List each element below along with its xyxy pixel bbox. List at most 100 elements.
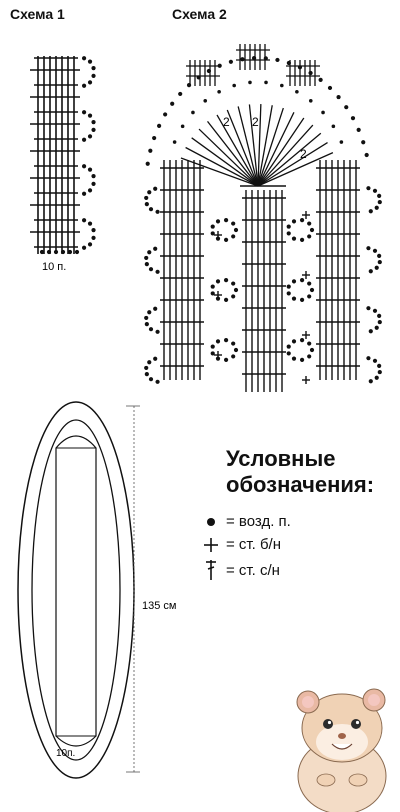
- chain-stitch-mark: [81, 191, 87, 196]
- scheme-2-single-crochets: [214, 211, 310, 384]
- chain-stitch-mark: [144, 262, 149, 267]
- fan-ray: [257, 152, 334, 187]
- chain-stitch-mark: [275, 57, 280, 63]
- chain-stitch-mark: [299, 297, 305, 302]
- legend: Условные обозначения:: [226, 446, 374, 498]
- chain-stitch-mark: [307, 354, 312, 359]
- chain-stitch-mark: [144, 372, 149, 377]
- scheme-1-base-chain: [39, 249, 80, 255]
- single-crochet-icon: [202, 537, 220, 553]
- chain-stitch-mark: [210, 284, 215, 289]
- chain-stitch-mark: [148, 377, 154, 382]
- chain-stitch-mark: [231, 294, 236, 299]
- chain-stitch-mark: [81, 56, 87, 61]
- fan-ray: [207, 120, 259, 187]
- chain-stitch-mark: [372, 358, 378, 363]
- scheme-1-picot-loops: [81, 56, 96, 250]
- chain-stitch-mark: [233, 287, 239, 293]
- chain-stitch-mark: [91, 73, 96, 78]
- chain-stitch-mark: [366, 306, 371, 311]
- chain-stitch-mark: [377, 319, 382, 325]
- chain-stitch-mark: [87, 167, 93, 172]
- chain-stitch-mark: [148, 327, 154, 332]
- legend-item-single-crochet: = ст. б/н: [202, 536, 291, 553]
- scheme-1-diagram: 10 п.: [30, 56, 96, 273]
- chain-stitch-mark: [144, 322, 149, 327]
- chain-stitch-mark: [147, 310, 152, 315]
- chain-stitch-mark: [286, 284, 291, 289]
- chain-stitch-mark: [87, 80, 93, 85]
- chain-stitch-mark: [153, 356, 158, 361]
- chain-stitch-mark: [147, 190, 152, 195]
- chain-stitch-mark: [377, 313, 382, 318]
- chain-stitch-mark: [144, 195, 149, 201]
- chain-stitch-mark: [364, 152, 369, 158]
- chain-stitch-mark: [87, 242, 93, 247]
- chain-stitch-mark: [377, 199, 382, 205]
- chain-stitch-mark: [291, 339, 297, 344]
- chain-stitch-mark: [223, 357, 229, 362]
- chain-stitch-mark: [144, 365, 149, 371]
- legend-title-line-1: Условные: [226, 446, 336, 471]
- scheme-1-stitch-count: 10 п.: [42, 261, 66, 273]
- fan-ray: [191, 137, 259, 187]
- chain-stitch-mark: [217, 89, 221, 94]
- chain-stitch-mark: [155, 329, 160, 334]
- chain-stitch-mark: [217, 63, 222, 68]
- chain-stitch-mark: [148, 148, 153, 153]
- chain-stitch-mark: [318, 77, 323, 82]
- chain-stitch-mark: [307, 234, 312, 239]
- chain-stitch-mark: [233, 227, 239, 233]
- belt-stitch-label: 10п.: [56, 748, 75, 759]
- chain-stitch-mark: [286, 231, 291, 236]
- chain-stitch-mark: [153, 246, 158, 251]
- hamster-illustration: [296, 688, 387, 812]
- chain-stitch-mark: [231, 354, 236, 359]
- chain-stitch-mark: [152, 135, 157, 141]
- chain-stitch-mark: [91, 174, 96, 179]
- fan-ray: [257, 117, 305, 187]
- chain-stitch-mark: [67, 249, 73, 255]
- fan-ray: [237, 106, 259, 187]
- chain-stitch-mark: [374, 375, 379, 380]
- chain-stitch-mark: [336, 94, 341, 100]
- chain-stitch-mark: [264, 80, 268, 85]
- chain-stitch-mark: [87, 134, 93, 139]
- chain-stitch-mark: [309, 347, 315, 353]
- chain-stitch-mark: [299, 237, 305, 242]
- scheme-1-title: Схема 1: [10, 6, 65, 22]
- chain-stitch-mark: [87, 113, 93, 118]
- chain-stitch-mark: [299, 357, 305, 362]
- chain-stitch-mark: [309, 287, 315, 293]
- chain-stitch-mark: [170, 101, 175, 106]
- chain-stitch-mark: [231, 221, 236, 226]
- chain-stitch-mark: [196, 75, 201, 80]
- chain-stitch-mark: [215, 339, 221, 344]
- scheme-2-chain-dots: [144, 55, 382, 384]
- chain-stitch-mark: [240, 57, 245, 62]
- chain-stitch-mark: [286, 344, 291, 349]
- chain-stitch-mark: [248, 80, 252, 85]
- chain-stitch-mark: [178, 91, 183, 97]
- chain-stitch-mark: [350, 116, 356, 121]
- scheme-2-fan-rays: [180, 44, 334, 187]
- chain-stitch-mark: [145, 161, 150, 166]
- chain-stitch-mark: [233, 347, 239, 353]
- chain-stitch-mark: [39, 249, 45, 255]
- fan-ray: [257, 104, 262, 187]
- chain-stitch-mark: [74, 249, 80, 255]
- chain-stitch-mark: [215, 219, 221, 224]
- chain-stitch-mark: [91, 66, 96, 71]
- chain-stitch-mark: [81, 110, 87, 115]
- chain-stitch-mark: [299, 218, 305, 223]
- fan-ray: [248, 104, 259, 187]
- chain-stitch-mark: [91, 228, 96, 233]
- chain-stitch-mark: [223, 237, 229, 242]
- chain-stitch-mark: [291, 236, 297, 241]
- chain-stitch-mark: [155, 269, 160, 274]
- chain-stitch-mark: [223, 338, 229, 343]
- chain-stitch-mark: [144, 202, 149, 207]
- chain-stitch-mark: [81, 245, 87, 250]
- chain-stitch-mark: [297, 65, 303, 70]
- legend-item-double-crochet: = ст. с/н: [202, 559, 291, 581]
